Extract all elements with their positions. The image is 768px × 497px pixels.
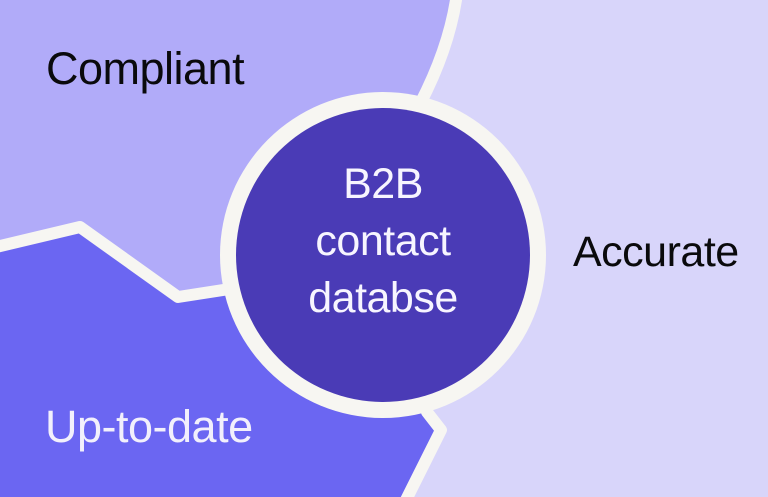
accurate-label: Accurate (573, 228, 739, 276)
compliant-label: Compliant (46, 43, 245, 94)
region-up-to-date (0, 227, 441, 497)
circle-text-line3: databse (308, 274, 458, 322)
divider-up-to-date-accurate (400, 406, 447, 497)
circle-text-line2: contact (315, 217, 451, 265)
center-circle-text: B2B contact databse (233, 156, 533, 327)
divider-compliant-up-to-date (0, 221, 242, 303)
center-circle (236, 108, 530, 402)
up-to-date-label: Up-to-date (45, 401, 253, 452)
region-compliant (0, 0, 456, 297)
circle-text-line1: B2B (343, 160, 423, 208)
divider-compliant-accurate (414, 0, 462, 110)
